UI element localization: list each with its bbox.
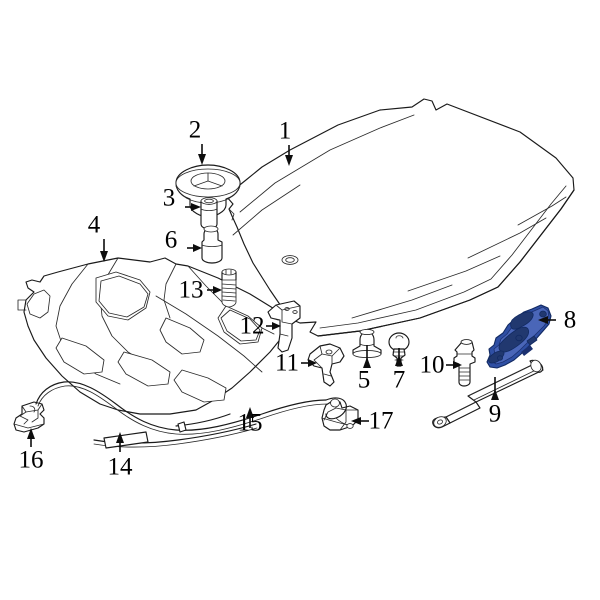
- part-emblem-bushing: [200, 197, 218, 230]
- callout-7: 7: [392, 366, 406, 394]
- callout-15: 15: [237, 409, 263, 437]
- part-hood-emblem: [175, 164, 241, 218]
- callout-6: 6: [164, 226, 178, 254]
- callout-16: 16: [18, 446, 44, 474]
- callout-17: 17: [368, 407, 394, 435]
- part-hood-lift-support-strut: [432, 359, 544, 429]
- callout-9: 9: [488, 400, 502, 428]
- callout-2: 2: [188, 116, 202, 144]
- part-hood-hinge-highlighted: [486, 304, 552, 369]
- callout-10: 10: [419, 351, 445, 379]
- part-hood-release-handle: [321, 398, 359, 431]
- callout-3: 3: [162, 184, 176, 212]
- part-hood-release-cable-rear: [35, 381, 354, 435]
- leader-lines: [27, 144, 556, 452]
- callout-11: 11: [274, 349, 300, 377]
- part-hinge-mounting-bolt: [453, 339, 476, 387]
- callout-8: 8: [563, 306, 577, 334]
- callout-12: 12: [239, 312, 265, 340]
- callout-5: 5: [357, 366, 371, 394]
- part-cable-retaining-clip: [13, 401, 45, 433]
- callout-14: 14: [107, 453, 133, 481]
- part-hood-grommet: [201, 225, 223, 264]
- part-hood-adjust-stop-screw: [221, 268, 237, 308]
- callout-13: 13: [178, 276, 204, 304]
- callout-4: 4: [87, 211, 101, 239]
- part-hood-latch-striker: [307, 343, 345, 387]
- part-hood-hinge-bracket: [267, 300, 301, 353]
- part-hood-panel: [225, 98, 575, 337]
- part-hood-release-cable-front: [93, 413, 258, 449]
- callout-1: 1: [278, 117, 292, 145]
